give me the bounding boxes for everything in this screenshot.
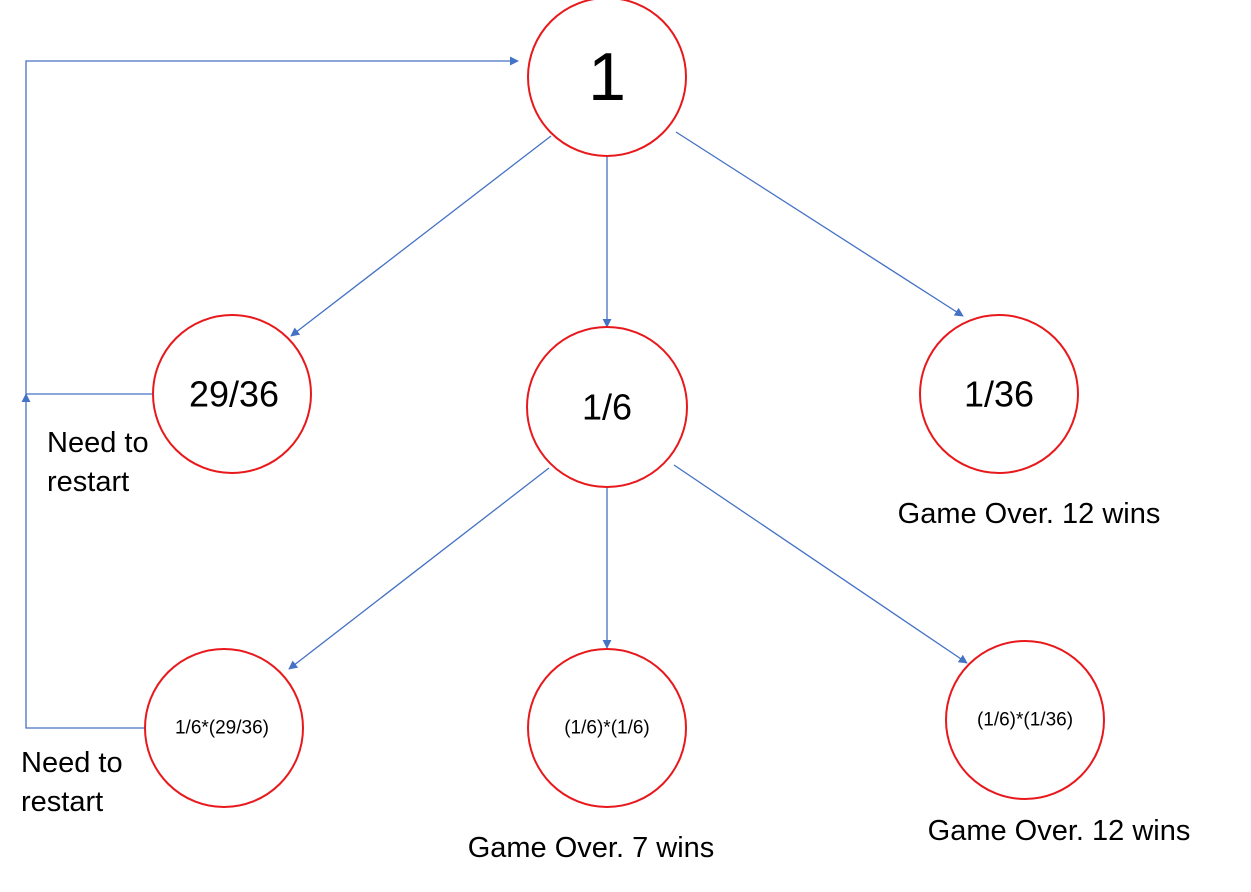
edge-1-6-to-twelve-win-second: [673, 464, 968, 664]
node-29-36-label: 29/36: [189, 374, 279, 415]
node-root: 1: [527, 0, 687, 157]
node-restart-second-label: 1/6*(29/36): [175, 718, 269, 739]
node-twelve-win-second-label: (1/6)*(1/36): [977, 710, 1073, 731]
need-restart-note-1-line2: restart: [47, 466, 129, 498]
node-29-36: 29/36: [152, 314, 312, 474]
node-1-6-label: 1/6: [582, 387, 632, 428]
restart-loop-from-29-36: [25, 56, 519, 395]
edge-1-6-to-restart-second: [288, 467, 550, 670]
game-over-12-wins-second: Game Over. 12 wins: [928, 815, 1191, 847]
node-1-36-label: 1/36: [964, 374, 1034, 415]
node-1-36: 1/36: [919, 314, 1079, 474]
node-restart-second: 1/6*(29/36): [144, 648, 304, 808]
node-seven-win-label: (1/6)*(1/6): [564, 718, 650, 739]
node-root-label: 1: [588, 39, 626, 115]
restart-loop-from-second-level: [21, 393, 145, 729]
need-restart-note-2-line2: restart: [21, 786, 103, 818]
need-restart-note-1-line1: Need to: [47, 427, 149, 459]
node-seven-win: (1/6)*(1/6): [527, 648, 687, 808]
node-1-6: 1/6: [526, 326, 688, 488]
edge-root-to-1-36: [675, 131, 964, 317]
game-over-7-wins: Game Over. 7 wins: [468, 832, 715, 864]
edge-root-to-29-36: [290, 135, 552, 337]
node-twelve-win-second: (1/6)*(1/36): [945, 640, 1105, 800]
game-over-12-wins-first: Game Over. 12 wins: [898, 498, 1161, 530]
need-restart-note-2-line1: Need to: [21, 747, 123, 779]
